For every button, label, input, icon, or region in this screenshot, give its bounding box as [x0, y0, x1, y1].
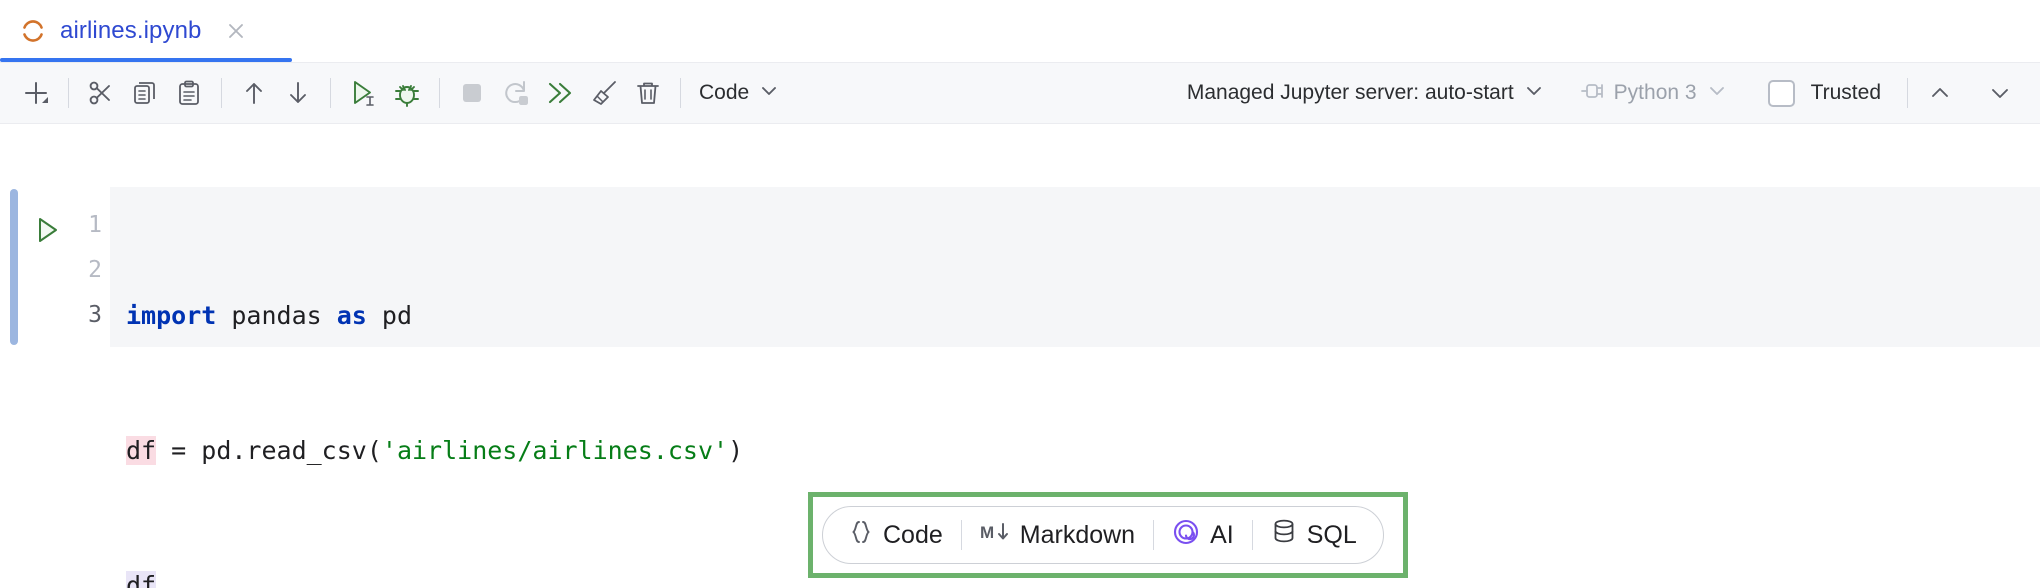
- jupyter-server-dropdown[interactable]: Managed Jupyter server: auto-start: [1179, 76, 1553, 111]
- cut-button[interactable]: [79, 71, 123, 115]
- kernel-label: Python 3: [1613, 81, 1697, 104]
- toolbar-divider: [680, 78, 681, 108]
- picker-item-code[interactable]: Code: [831, 513, 961, 557]
- code-line: df = pd.read_csv('airlines/airlines.csv'…: [126, 428, 743, 473]
- picker-item-sql[interactable]: SQL: [1253, 513, 1375, 557]
- database-icon: [1271, 518, 1297, 553]
- picker-divider: [960, 520, 962, 550]
- editor-tab-airlines[interactable]: airlines.ipynb: [0, 0, 269, 62]
- toolbar-divider: [330, 78, 331, 108]
- kernel-dropdown[interactable]: Python 3: [1571, 76, 1736, 111]
- code-line: import pandas as pd: [126, 293, 743, 338]
- cell-type-dropdown[interactable]: Code: [691, 76, 788, 111]
- picker-item-label: SQL: [1306, 520, 1357, 549]
- jupyter-logo-icon: [20, 18, 46, 44]
- code-token: df: [126, 571, 157, 588]
- tab-active-underline: [0, 58, 292, 62]
- move-cell-up-button[interactable]: [232, 71, 276, 115]
- code-token: ): [728, 436, 744, 465]
- line-number: 3: [88, 302, 102, 328]
- chevron-down-icon: [1706, 80, 1728, 107]
- trusted-label: Trusted: [1810, 81, 1881, 104]
- picker-item-label: AI: [1210, 520, 1234, 549]
- code-token: = pd.read_csv(: [156, 436, 382, 465]
- run-all-button[interactable]: [538, 71, 582, 115]
- picker-divider: [1153, 520, 1155, 550]
- code-line: df: [126, 563, 743, 588]
- tab-bar: airlines.ipynb: [0, 0, 2040, 62]
- cell-type-label: Code: [699, 81, 750, 104]
- line-number: 1: [88, 212, 102, 238]
- picker-item-label: Markdown: [1019, 520, 1136, 549]
- toolbar-divider: [68, 78, 69, 108]
- code-token: pandas: [216, 301, 337, 330]
- code-token: pd: [366, 301, 412, 330]
- picker-item-markdown[interactable]: M Markdown: [962, 513, 1153, 557]
- line-number: 2: [88, 257, 102, 283]
- move-cell-down-button[interactable]: [276, 71, 320, 115]
- picker-divider: [1251, 520, 1253, 550]
- run-cell-inline-button[interactable]: [32, 215, 62, 250]
- scroll-down-button[interactable]: [1978, 71, 2022, 115]
- cell-selected-marker: [10, 189, 18, 345]
- trusted-toggle[interactable]: Trusted: [1762, 79, 1887, 107]
- paste-button[interactable]: [167, 71, 211, 115]
- code-token: as: [336, 301, 367, 330]
- clear-outputs-button[interactable]: [582, 71, 626, 115]
- picker-item-label: Code: [883, 520, 943, 549]
- code-token: df: [126, 436, 157, 465]
- delete-cell-button[interactable]: [626, 71, 670, 115]
- restart-kernel-button[interactable]: [494, 71, 538, 115]
- svg-text:M: M: [980, 523, 994, 542]
- toolbar-divider: [1907, 78, 1908, 108]
- tab-title: airlines.ipynb: [60, 17, 202, 44]
- code-cell-background: [110, 187, 2040, 347]
- toolbar-divider: [439, 78, 440, 108]
- toolbar-divider: [221, 78, 222, 108]
- interrupt-kernel-button[interactable]: [450, 71, 494, 115]
- trusted-checkbox[interactable]: [1767, 79, 1795, 107]
- code-token: import: [126, 301, 217, 330]
- code-token: 'airlines/airlines.csv': [381, 436, 729, 465]
- code-editor-content[interactable]: import pandas as pd df = pd.read_csv('ai…: [126, 203, 743, 588]
- ai-spiral-icon: [1172, 518, 1200, 553]
- run-cell-button[interactable]: [341, 71, 385, 115]
- chevron-down-icon: [758, 80, 780, 107]
- braces-icon: [849, 519, 873, 552]
- plug-icon: [1579, 80, 1605, 107]
- chevron-down-icon: [1523, 80, 1545, 107]
- notebook-toolbar: Code Managed Jupyter server: auto-start …: [0, 62, 2040, 124]
- cell-type-picker[interactable]: Code M Markdown AI: [822, 506, 1384, 564]
- add-cell-button[interactable]: [14, 71, 58, 115]
- picker-item-ai[interactable]: AI: [1154, 513, 1252, 557]
- notebook-body: 1 2 3 import pandas as pd df = pd.read_c…: [0, 124, 2040, 588]
- close-icon[interactable]: [225, 20, 247, 42]
- debug-cell-button[interactable]: [385, 71, 429, 115]
- scroll-up-button[interactable]: [1918, 71, 1962, 115]
- copy-button[interactable]: [123, 71, 167, 115]
- jupyter-server-label: Managed Jupyter server: auto-start: [1186, 81, 1514, 104]
- line-number-gutter: 1 2 3: [62, 187, 102, 338]
- markdown-icon: M: [980, 521, 1010, 549]
